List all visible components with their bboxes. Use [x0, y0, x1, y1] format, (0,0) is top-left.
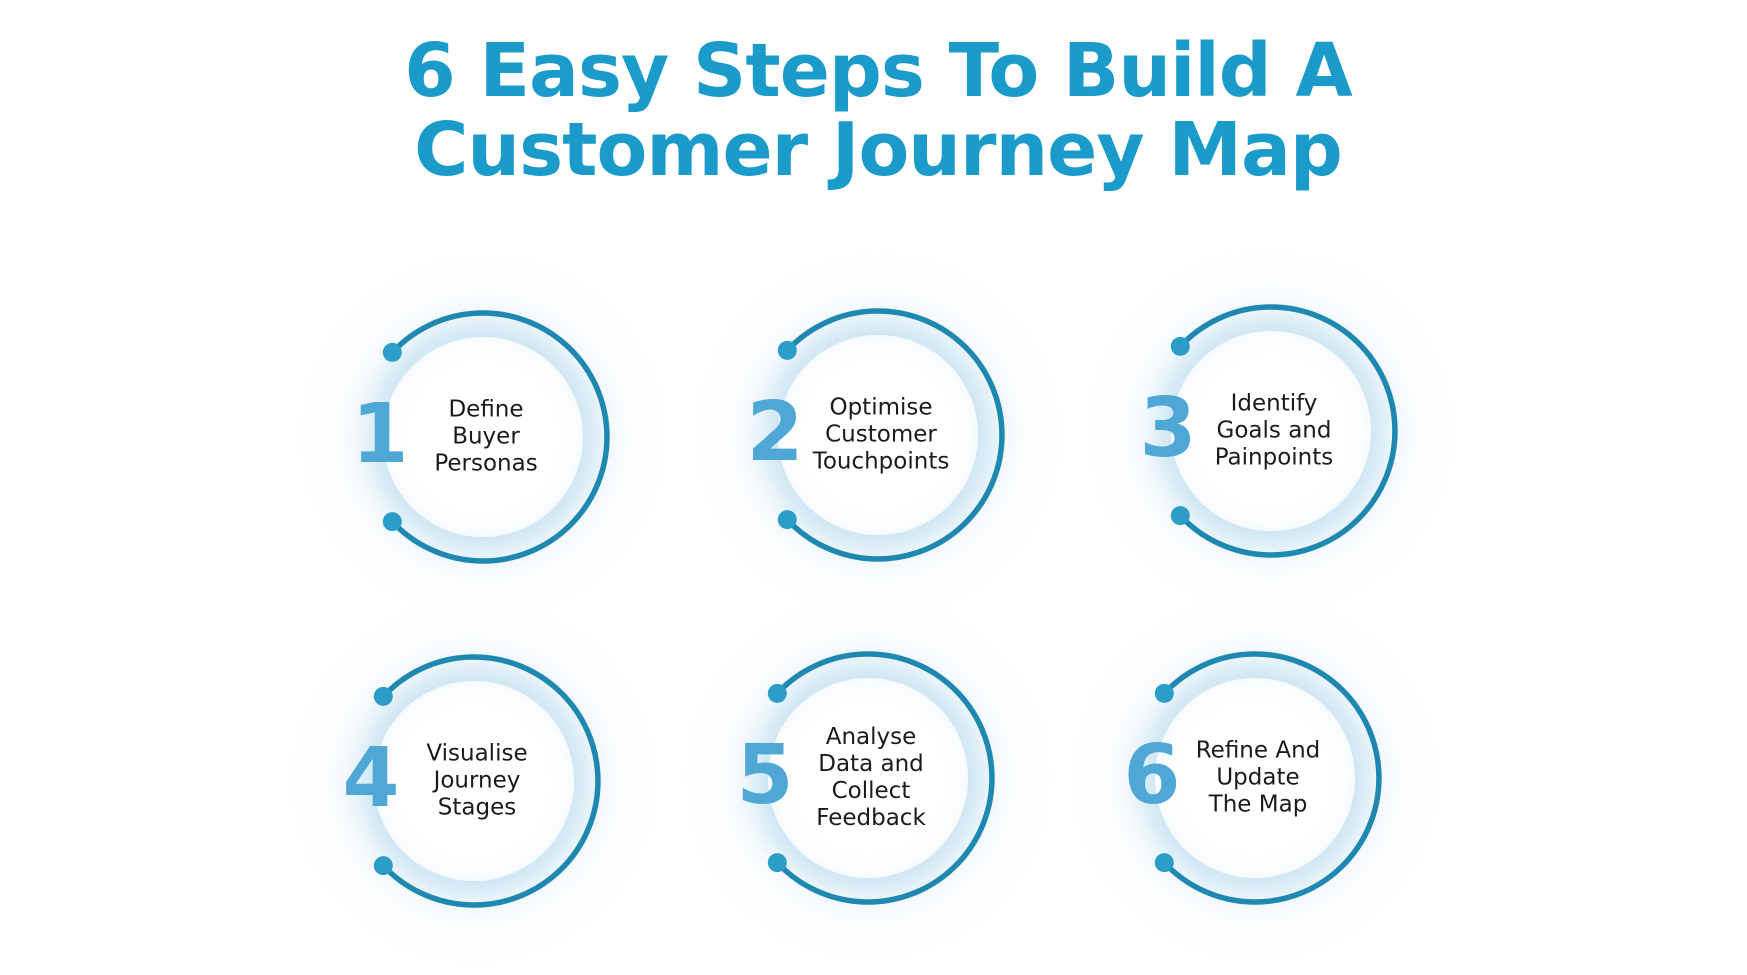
step-inner-circle — [1171, 331, 1371, 531]
step-circle-6: 6 Refine And Update The Map — [1105, 628, 1405, 928]
step-circle-4: 4 Visualise Journey Stages — [324, 631, 624, 931]
arc-endpoint-dot-bottom — [767, 853, 787, 873]
page-title-line-2: Customer Journey Map — [414, 107, 1343, 194]
arc-endpoint-dot-bottom — [1154, 853, 1174, 873]
step-label: Visualise Journey Stages — [426, 740, 528, 821]
step-number: 4 — [342, 731, 400, 826]
step-inner-circle — [374, 681, 574, 881]
step-inner-circle — [768, 678, 968, 878]
step-label: Refine And Update The Map — [1195, 737, 1321, 818]
arc-endpoint-dot-top — [1154, 683, 1174, 703]
step-label: Identify Goals and Painpoints — [1214, 390, 1334, 471]
step-progress-arc — [1154, 651, 1382, 905]
arc-endpoint-dot-bottom — [373, 856, 393, 876]
step-number: 6 — [1123, 728, 1181, 823]
step-inner-circle — [383, 337, 583, 537]
page-title: 6 Easy Steps To Build A Customer Journey… — [9, 28, 1747, 194]
step-progress-arc — [767, 651, 995, 905]
step-circle-2: 2 Optimise Customer Touchpoints — [728, 285, 1028, 585]
step-number: 3 — [1139, 381, 1197, 476]
step-circle-3: 3 Identify Goals and Painpoints — [1121, 281, 1421, 581]
arc-endpoint-dot-top — [1170, 336, 1190, 356]
page-title-line-1: 6 Easy Steps To Build A — [404, 28, 1353, 114]
step-progress-arc — [373, 654, 601, 908]
step-circle-1: 1 Define Buyer Personas — [333, 287, 633, 587]
arc-endpoint-dot-bottom — [1170, 506, 1190, 526]
step-inner-circle — [1155, 678, 1355, 878]
arc-endpoint-dot-bottom — [382, 512, 402, 532]
step-number: 1 — [351, 387, 409, 482]
arc-endpoint-dot-top — [777, 340, 797, 360]
step-number: 5 — [736, 728, 794, 823]
step-label: Analyse Data and Collect Feedback — [816, 724, 926, 831]
step-circle-5: 5 Analyse Data and Collect Feedback — [718, 628, 1018, 928]
step-progress-arc — [1170, 304, 1398, 558]
step-progress-arc — [382, 310, 610, 564]
arc-endpoint-dot-top — [767, 683, 787, 703]
step-progress-arc — [777, 308, 1005, 562]
step-label: Optimise Customer Touchpoints — [812, 394, 950, 475]
step-number: 2 — [746, 385, 804, 480]
arc-endpoint-dot-bottom — [777, 510, 797, 530]
step-inner-circle — [778, 335, 978, 535]
arc-endpoint-dot-top — [373, 686, 393, 706]
arc-endpoint-dot-top — [382, 342, 402, 362]
step-label: Define Buyer Personas — [434, 396, 538, 477]
